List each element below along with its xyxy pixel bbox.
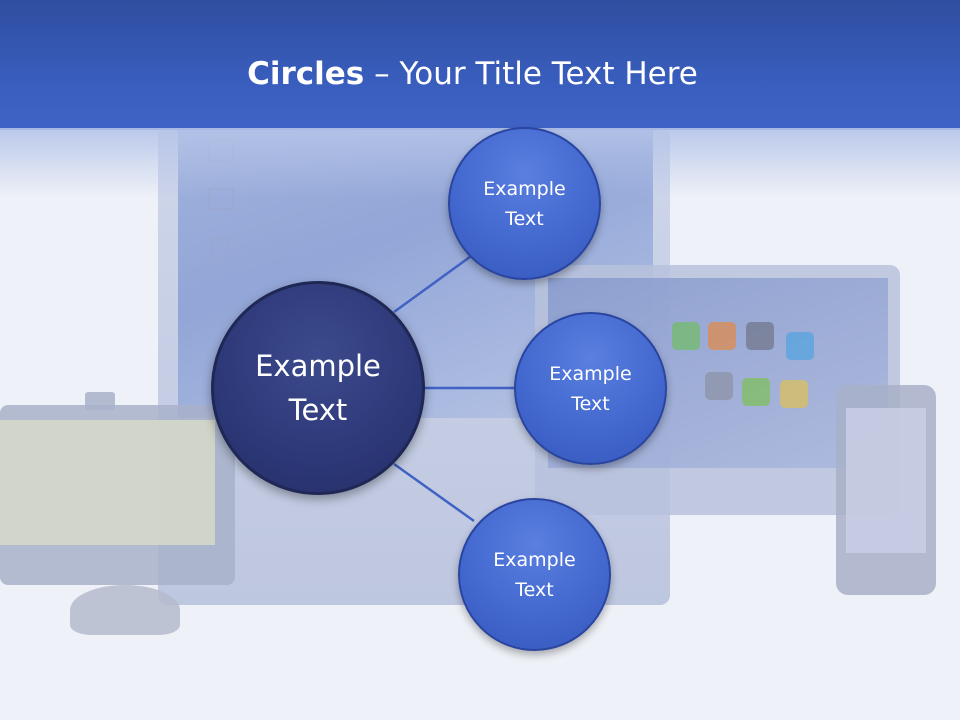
title-rest: – Your Title Text Here <box>364 56 698 92</box>
satellite-circle-bottom[interactable]: Example Text <box>458 498 611 651</box>
recycle-bin-icon <box>212 238 230 260</box>
connector-bottom <box>393 462 475 523</box>
satellite-circle-middle[interactable]: Example Text <box>514 312 667 465</box>
app-tile-icon <box>780 380 808 408</box>
app-tile-icon <box>705 372 733 400</box>
app-tile-icon <box>672 322 700 350</box>
header-band <box>0 0 960 130</box>
background-phone-screen <box>846 408 926 553</box>
center-circle[interactable]: Example Text <box>211 281 425 495</box>
background-gps-map <box>0 420 215 545</box>
slide-title[interactable]: Circles – Your Title Text Here <box>0 56 945 92</box>
satellite-circle-top[interactable]: Example Text <box>448 127 601 280</box>
app-tile-icon <box>786 332 814 360</box>
connector-top <box>393 252 475 314</box>
app-tile-icon <box>742 378 770 406</box>
app-tile-icon <box>708 322 736 350</box>
app-tile-icon <box>746 322 774 350</box>
title-bold: Circles <box>247 56 365 92</box>
background-gps-stand <box>70 585 180 635</box>
